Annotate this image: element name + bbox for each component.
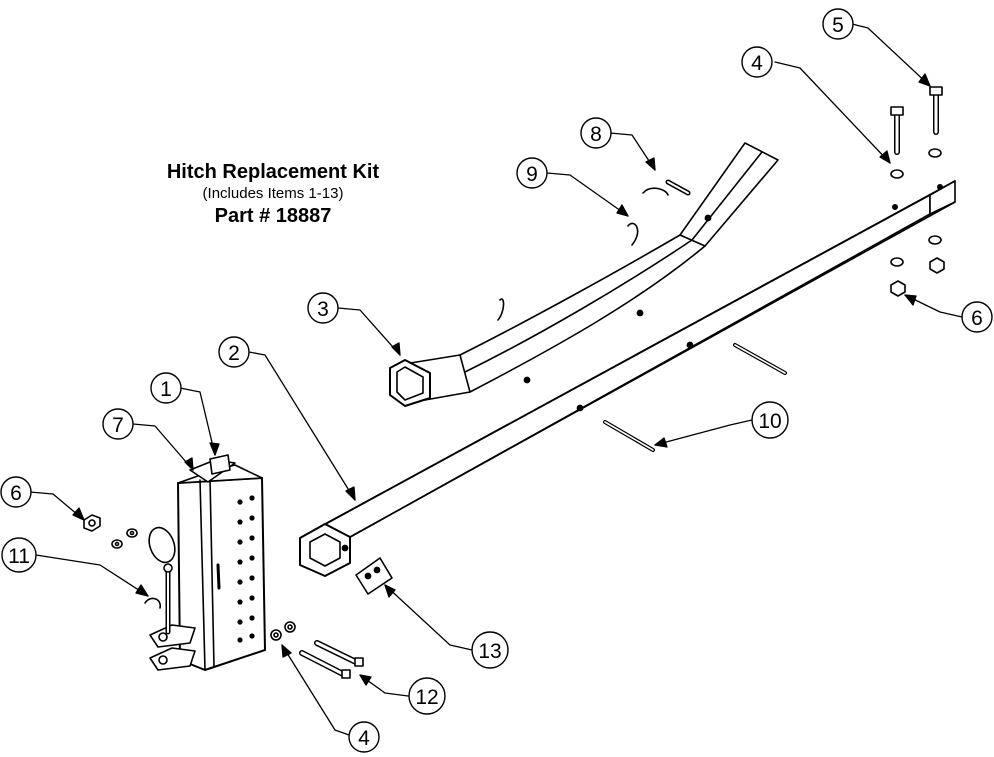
svg-text:11: 11 bbox=[8, 545, 30, 568]
callout-10: 10 bbox=[751, 401, 789, 439]
svg-text:3: 3 bbox=[317, 298, 329, 321]
hardware-right bbox=[890, 86, 945, 297]
hitch-pin-part bbox=[144, 526, 176, 635]
callout-4-top: 4 bbox=[741, 46, 773, 78]
svg-text:4: 4 bbox=[358, 727, 370, 750]
callout-6-left: 6 bbox=[0, 476, 32, 508]
svg-text:6: 6 bbox=[971, 307, 983, 330]
callout-5: 5 bbox=[822, 8, 854, 40]
svg-text:9: 9 bbox=[526, 163, 538, 186]
svg-text:12: 12 bbox=[415, 686, 438, 709]
svg-text:7: 7 bbox=[112, 414, 124, 437]
svg-text:5: 5 bbox=[832, 14, 844, 37]
callout-13: 13 bbox=[471, 631, 509, 669]
callout-1: 1 bbox=[150, 372, 182, 404]
svg-text:1: 1 bbox=[160, 378, 172, 401]
bracket-hole-pattern bbox=[237, 495, 255, 643]
hardware-left bbox=[83, 514, 296, 641]
svg-text:2: 2 bbox=[228, 342, 240, 365]
plate-part-13 bbox=[355, 557, 393, 595]
bent-arm-part bbox=[389, 142, 779, 407]
svg-text:10: 10 bbox=[758, 410, 781, 433]
callout-12: 12 bbox=[408, 677, 446, 715]
callout-2: 2 bbox=[218, 336, 250, 368]
svg-text:6: 6 bbox=[10, 482, 22, 505]
bolts-part-12 bbox=[299, 640, 364, 679]
part-number: Part # 18887 bbox=[214, 205, 332, 227]
pins-part-10 bbox=[603, 343, 787, 452]
callout-9: 9 bbox=[516, 157, 548, 189]
kit-subtitle: (Includes Items 1-13) bbox=[202, 185, 344, 202]
callout-6-right: 6 bbox=[961, 301, 993, 333]
callout-11: 11 bbox=[1, 537, 37, 573]
clip-pins-part-8-9 bbox=[497, 179, 691, 321]
square-tube-part bbox=[299, 180, 956, 577]
title-block: Hitch Replacement Kit (Includes Items 1-… bbox=[148, 160, 398, 228]
callout-3: 3 bbox=[307, 292, 339, 324]
leader-lines bbox=[29, 23, 963, 736]
callout-4-bottom: 4 bbox=[348, 721, 380, 753]
svg-text:4: 4 bbox=[751, 52, 763, 75]
callout-7: 7 bbox=[102, 408, 134, 440]
svg-text:8: 8 bbox=[590, 123, 602, 146]
svg-text:13: 13 bbox=[478, 640, 501, 663]
kit-title: Hitch Replacement Kit bbox=[166, 161, 380, 183]
callout-balloons: 1 7 6 11 2 3 9 8 5 4 6 10 13 12 4 bbox=[0, 8, 993, 753]
hitch-bracket-part bbox=[149, 454, 266, 671]
callout-8: 8 bbox=[580, 117, 612, 149]
